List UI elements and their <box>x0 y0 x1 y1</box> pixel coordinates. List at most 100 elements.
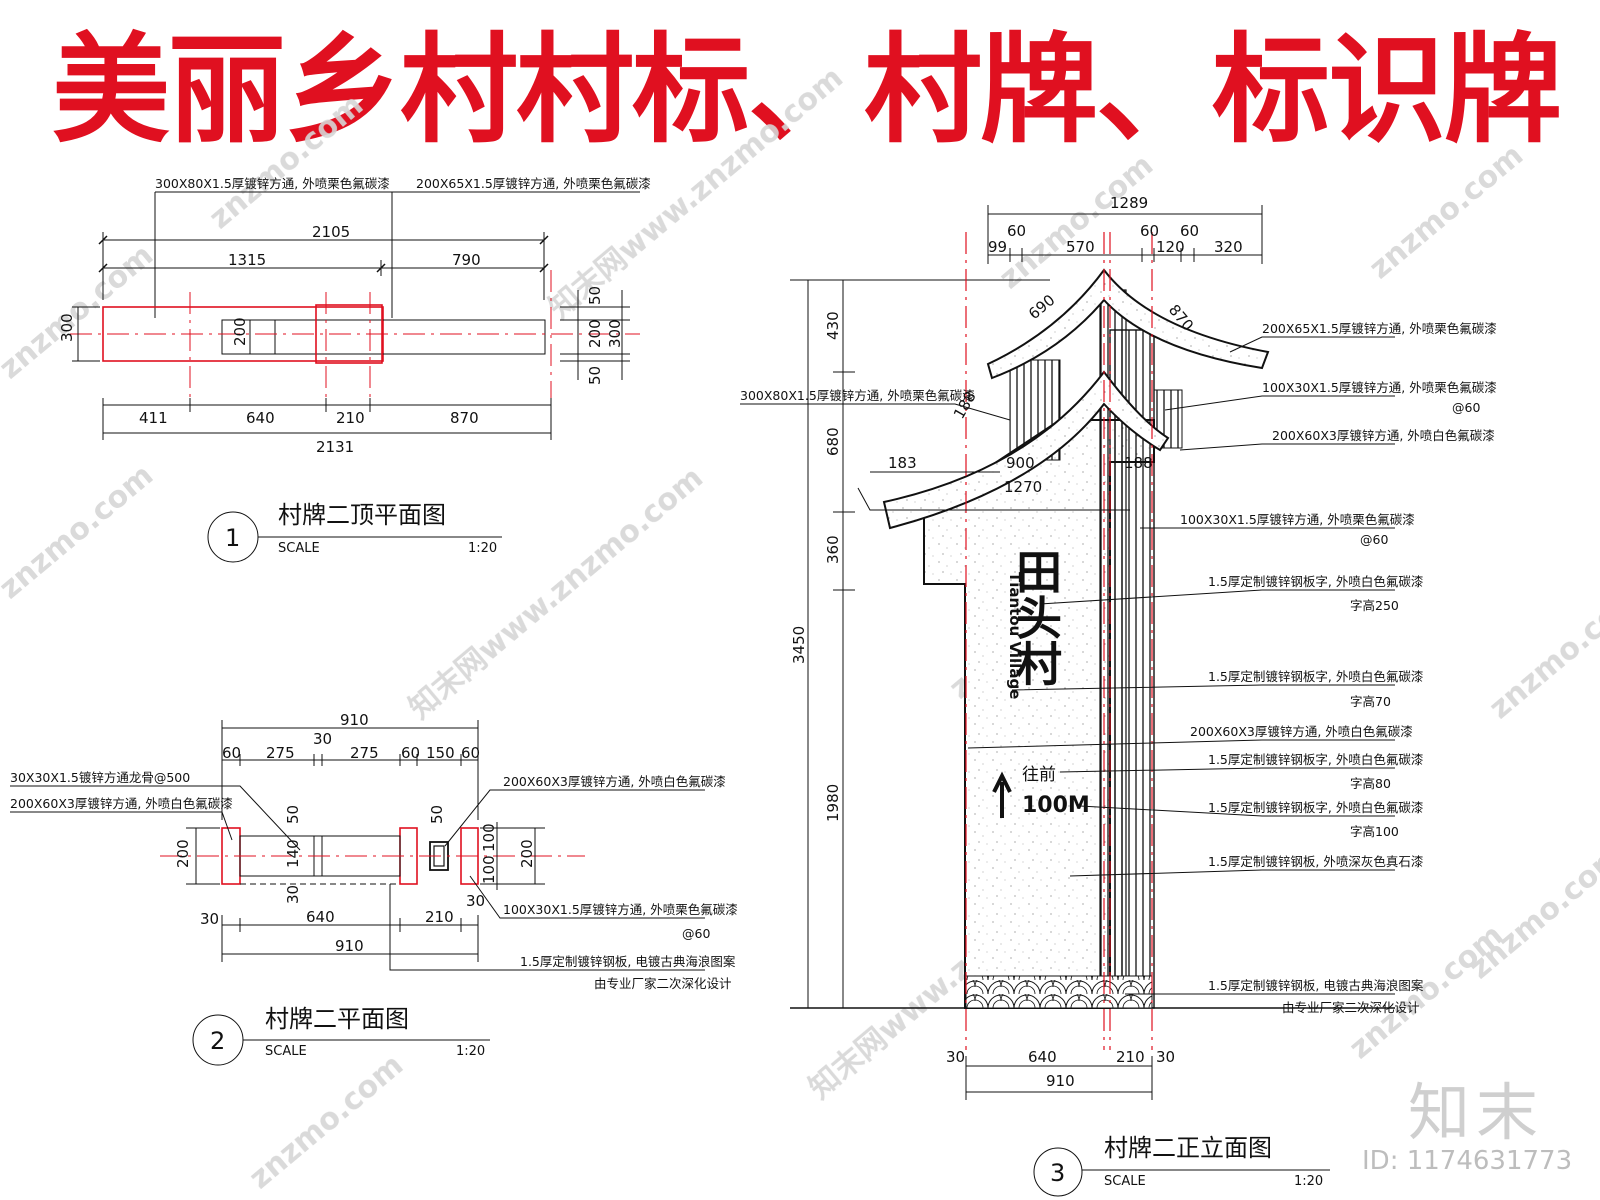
dimension-label: 210 <box>336 409 365 427</box>
scale-label: SCALE <box>278 541 320 556</box>
dimension-label: 200 <box>586 319 604 348</box>
dimension-label: 210 <box>425 908 454 926</box>
note-text: 1.5厚定制镀锌钢板字, 外喷白色氟碳漆 <box>1208 574 1423 589</box>
dimension-label: 690 <box>1025 291 1059 323</box>
plan-2-drawing <box>10 720 705 1066</box>
dimension-label: 99 <box>988 238 1007 256</box>
watermark-text: znzmo.com <box>203 88 370 236</box>
plan-top-drawing <box>70 191 640 563</box>
scale-label: SCALE <box>1104 1174 1146 1189</box>
dimension-label: 910 <box>340 711 369 729</box>
watermark-text: znzmo.com <box>0 458 160 606</box>
scale-value: 1:20 <box>468 541 497 556</box>
note-text: 200X60X3厚镀锌方通, 外喷白色氟碳漆 <box>503 774 726 789</box>
watermark-text: znzmo.com <box>1483 578 1600 726</box>
drawing-number: 1 <box>225 524 240 552</box>
dimension-label: 640 <box>1028 1048 1057 1066</box>
arrow-up-icon <box>992 771 1012 818</box>
sign-distance: 100M <box>1022 793 1090 818</box>
note-text: 字高80 <box>1350 776 1391 791</box>
dimension-label: 430 <box>824 311 842 340</box>
sign-village-english: Tiantou Village <box>1006 572 1024 699</box>
dimension-label: 30 <box>466 892 485 910</box>
note-text: 1.5厚定制镀锌钢板, 外喷深灰色真石漆 <box>1208 854 1423 869</box>
elevation-title-block <box>1033 1147 1330 1197</box>
dimension-label: 120 <box>1156 238 1185 256</box>
note-text: 1.5厚定制镀锌钢板字, 外喷白色氟碳漆 <box>1208 752 1423 767</box>
note-text: 300X80X1.5厚镀锌方通, 外喷栗色氟碳漆 <box>740 388 975 403</box>
note-text: 200X65X1.5厚镀锌方通, 外喷栗色氟碳漆 <box>1262 321 1497 336</box>
drawing-subtitle: 村牌二平面图 <box>265 1005 409 1033</box>
dimension-label: 200 <box>518 839 536 868</box>
dimension-label: 60 <box>461 744 480 762</box>
note-text: 200X60X3厚镀锌方通, 外喷白色氟碳漆 <box>10 796 233 811</box>
watermark-brand: 知末 <box>1408 1076 1545 1149</box>
note-text: @60 <box>1452 400 1480 415</box>
dimension-label: 200 <box>231 317 249 346</box>
dimension-label: 870 <box>450 409 479 427</box>
note-text: 100X30X1.5厚镀锌方通, 外喷栗色氟碳漆 <box>1180 512 1415 527</box>
dimension-label: 30 <box>946 1048 965 1066</box>
scale-label: SCALE <box>265 1044 307 1059</box>
note-text: 100X30X1.5厚镀锌方通, 外喷栗色氟碳漆 <box>1262 380 1497 395</box>
dimension-label: 200 <box>174 839 192 868</box>
drawing-title: 美丽乡村村标、村牌、标识牌 <box>52 21 1562 159</box>
scale-value: 1:20 <box>1294 1174 1323 1189</box>
dimension-label: 790 <box>452 251 481 269</box>
watermark-text: znzmo.com <box>243 1048 410 1196</box>
sign-text-group: 田头村 Tiantou Village 往前 100M <box>992 548 1090 818</box>
dimension-label: 3450 <box>790 626 808 664</box>
note-text: 字高100 <box>1350 824 1399 839</box>
dimension-label: 150 <box>426 744 455 762</box>
watermark-text: 知末网www.znzmo.com <box>403 460 710 726</box>
dimension-label: 60 <box>1140 222 1159 240</box>
dimension-label: 2105 <box>312 223 350 241</box>
elevation-drawing <box>790 205 1395 1009</box>
dimension-label: 2131 <box>316 438 354 456</box>
dimension-label: 60 <box>1180 222 1199 240</box>
dimension-label: 910 <box>1046 1072 1075 1090</box>
watermark-text: znzmo.com <box>1463 838 1600 986</box>
dimension-label: 60 <box>401 744 420 762</box>
dimension-label: 30 <box>313 730 332 748</box>
dimension-label: 30 <box>1156 1048 1175 1066</box>
dimension-label: 60 <box>1007 222 1026 240</box>
dimension-label: 910 <box>335 937 364 955</box>
note-text: 30X30X1.5镀锌方通龙骨@500 <box>10 770 190 785</box>
dimension-label: 100 <box>480 823 498 852</box>
dimension-label: 570 <box>1066 238 1095 256</box>
watermark-text: znzmo.com <box>1363 138 1530 286</box>
dimension-label: 60 <box>222 744 241 762</box>
sign-body <box>882 268 1270 1009</box>
note-text: 1.5厚定制镀锌钢板, 电镀古典海浪图案 <box>1208 978 1424 993</box>
dimension-label: 275 <box>266 744 295 762</box>
note-text: @60 <box>1360 532 1388 547</box>
dimension-label: 320 <box>1214 238 1243 256</box>
note-text: 由专业厂家二次深化设计 <box>594 976 732 991</box>
dimension-label: 1315 <box>228 251 266 269</box>
dimension-label: 680 <box>824 427 842 456</box>
note-text: 100X30X1.5厚镀锌方通, 外喷栗色氟碳漆 <box>503 902 738 917</box>
note-text: 字高250 <box>1350 598 1399 613</box>
note-text: 字高70 <box>1350 694 1391 709</box>
sign-village-name: 田头村 <box>1009 548 1063 686</box>
dimension-label: 900 <box>1006 454 1035 472</box>
note-text: 由专业厂家二次深化设计 <box>1282 1000 1420 1015</box>
drawing-subtitle: 村牌二正立面图 <box>1104 1134 1272 1162</box>
dimension-label: 1289 <box>1110 194 1148 212</box>
watermark-text: znzmo.com <box>0 238 160 386</box>
elevation-bottom-dims <box>965 1056 1153 1100</box>
dimension-label: 275 <box>350 744 379 762</box>
dimension-label: 1980 <box>824 784 842 822</box>
dimension-label: 50 <box>586 286 604 305</box>
dimension-label: 30 <box>200 910 219 928</box>
drawing-number: 3 <box>1050 1159 1065 1187</box>
dimension-label: 50 <box>586 366 604 385</box>
dimension-label: 360 <box>824 535 842 564</box>
note-text: 200X60X3厚镀锌方通, 外喷白色氟碳漆 <box>1272 428 1495 443</box>
note-text: 200X60X3厚镀锌方通, 外喷白色氟碳漆 <box>1190 724 1413 739</box>
dimension-label: 1270 <box>1004 478 1042 496</box>
elevation-leaders <box>740 336 1395 995</box>
dimension-label: 210 <box>1116 1048 1145 1066</box>
